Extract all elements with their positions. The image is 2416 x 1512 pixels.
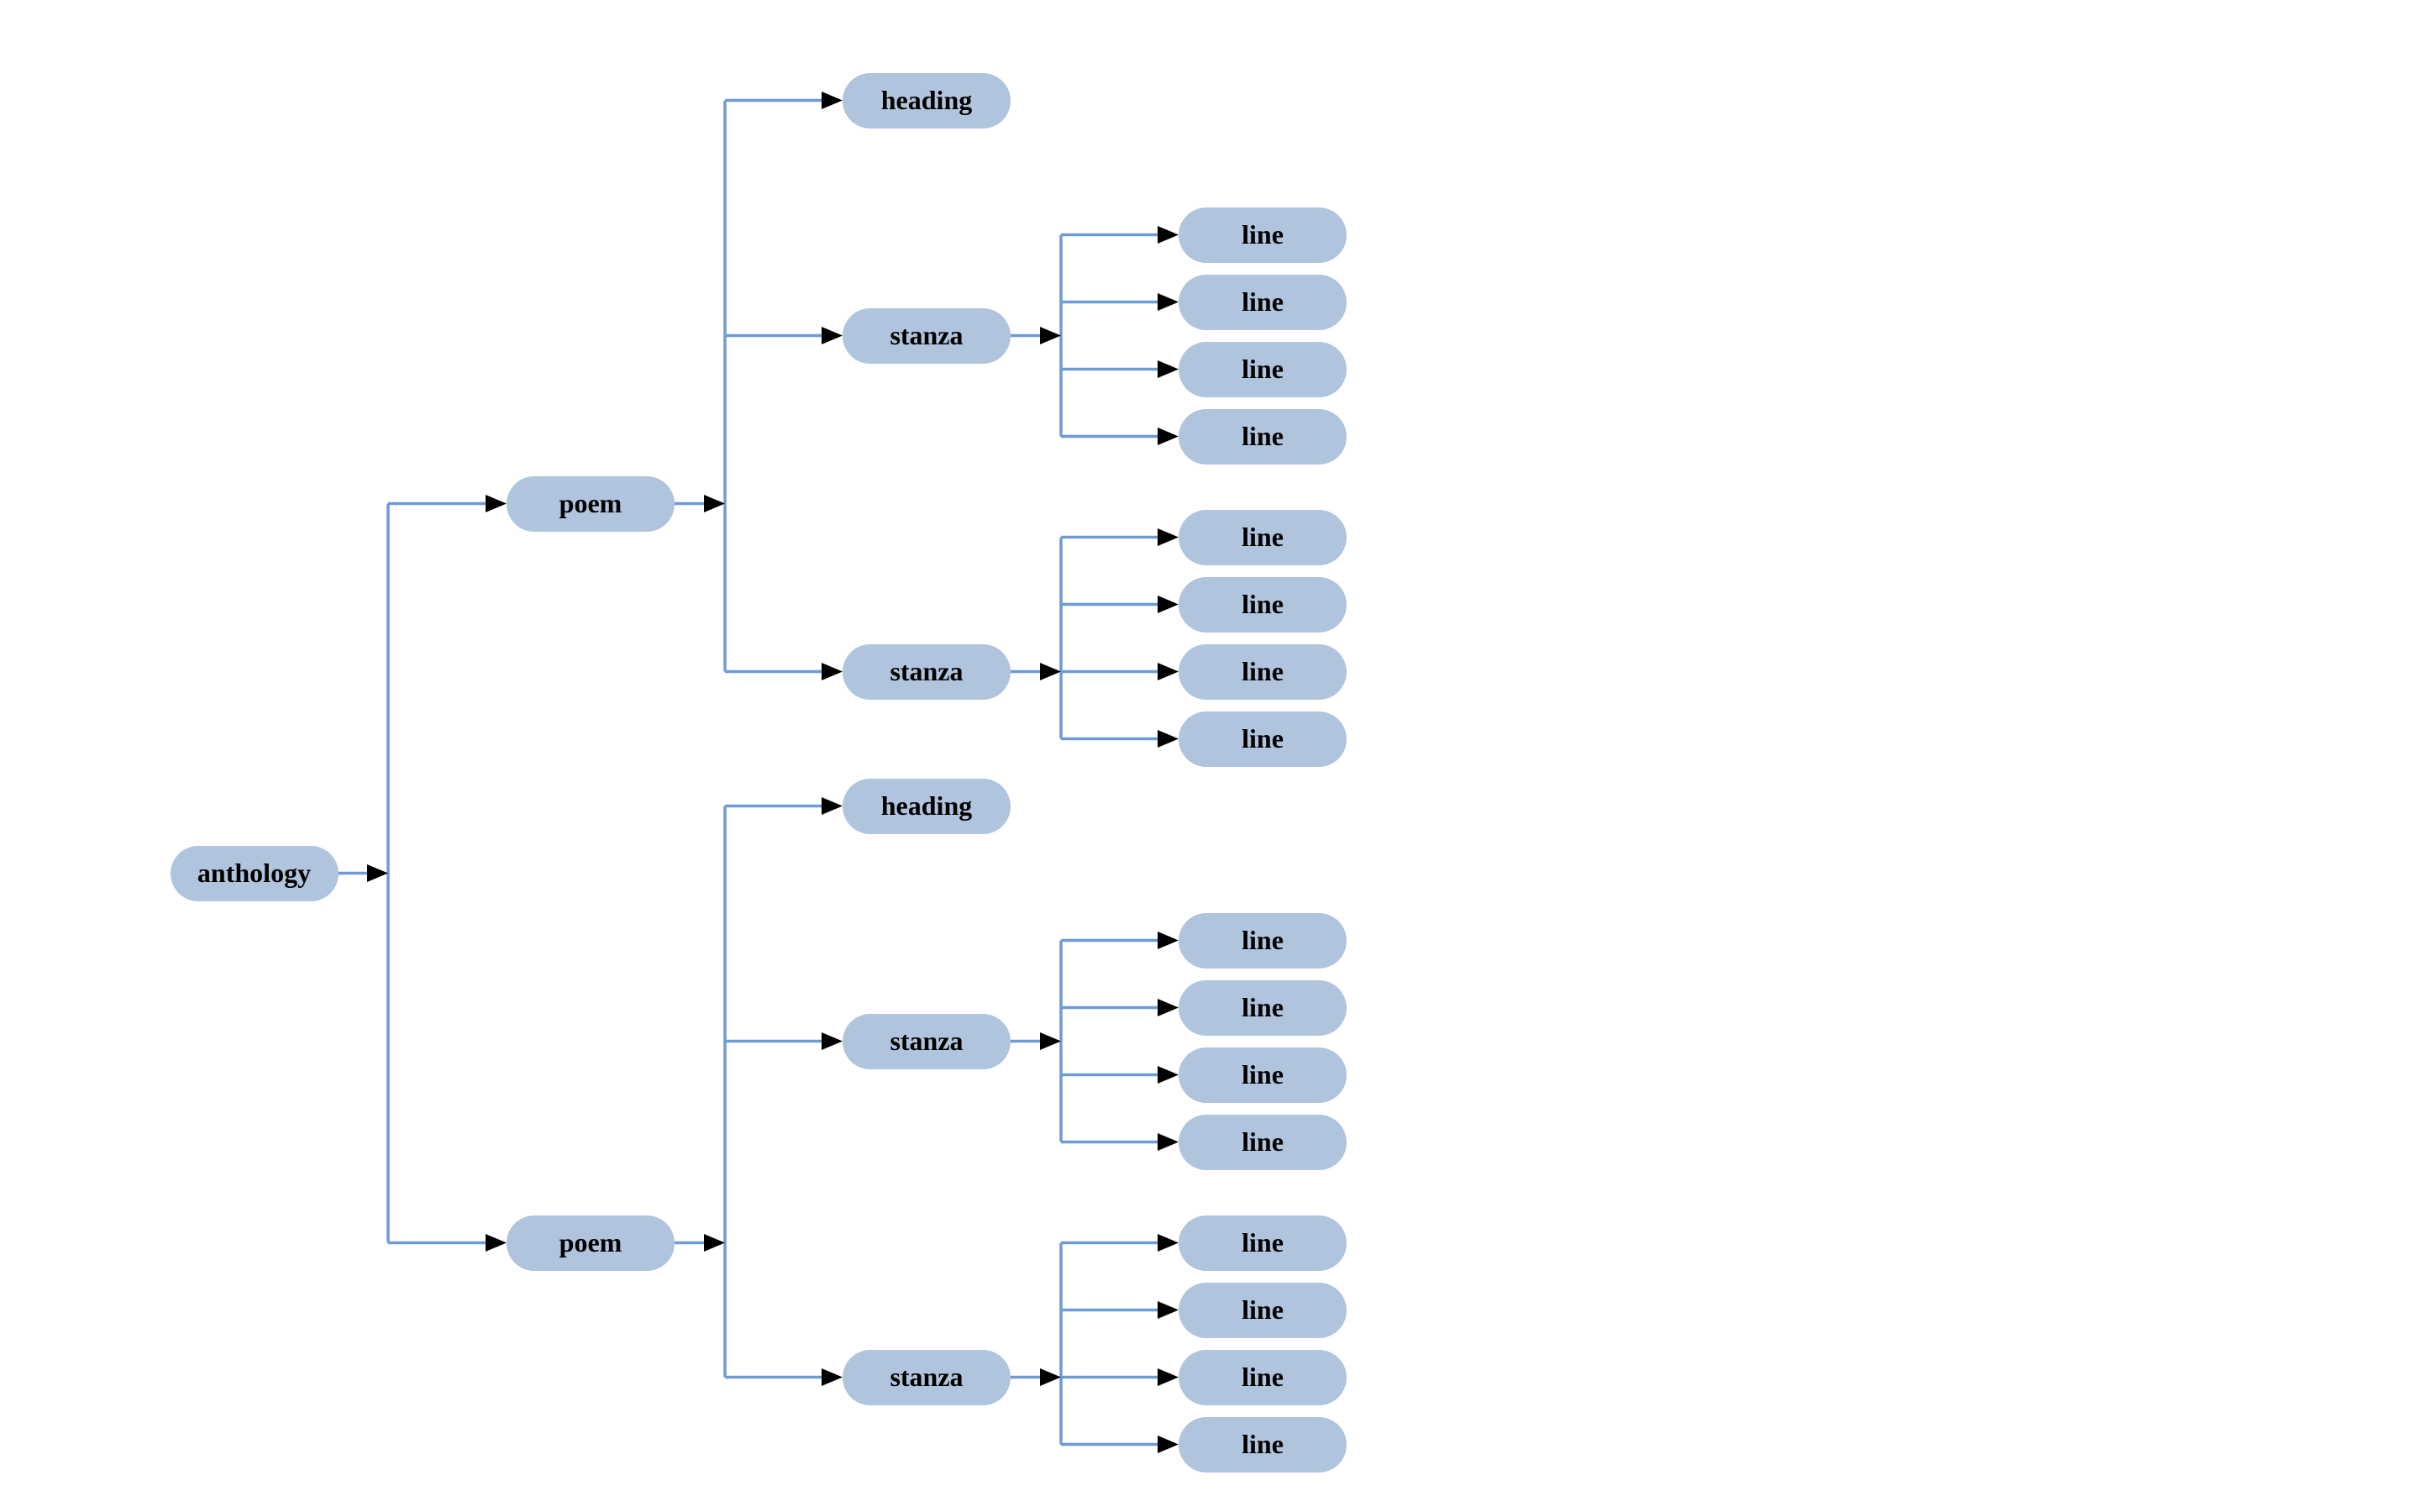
arrowhead-icon (1158, 1234, 1179, 1252)
arrowhead-icon (1158, 999, 1179, 1016)
arrowhead-icon (822, 663, 843, 680)
arrowhead-icon (1158, 226, 1179, 244)
arrowhead-icon (367, 864, 388, 882)
node-line: line (1179, 711, 1347, 767)
arrowhead-icon (1158, 1301, 1179, 1319)
node-line: line (1179, 1047, 1347, 1103)
arrowhead-icon (1158, 428, 1179, 445)
node-anthology: anthology (170, 845, 339, 901)
node-line: line (1179, 509, 1347, 565)
node-line: line (1179, 274, 1347, 330)
node-line: line (1179, 1215, 1347, 1271)
arrowhead-icon (1158, 596, 1179, 613)
node-line: line (1179, 912, 1347, 969)
node-line: line (1179, 341, 1347, 397)
node-stanza: stanza (843, 1349, 1011, 1405)
node-stanza: stanza (843, 643, 1011, 700)
node-line: line (1179, 1114, 1347, 1170)
arrowhead-icon (1040, 327, 1061, 344)
node-line: line (1179, 576, 1347, 633)
node-line: line (1179, 408, 1347, 465)
arrowhead-icon (1158, 1066, 1179, 1084)
arrowhead-icon (822, 327, 843, 344)
arrowhead-icon (1158, 1133, 1179, 1151)
arrowhead-icon (1040, 1032, 1061, 1050)
arrowhead-icon (1040, 663, 1061, 680)
arrowhead-icon (1158, 663, 1179, 680)
arrowhead-icon (1158, 730, 1179, 748)
node-heading: heading (843, 778, 1011, 834)
node-line: line (1179, 1282, 1347, 1338)
node-heading: heading (843, 72, 1011, 129)
arrowhead-icon (822, 797, 843, 815)
node-line: line (1179, 643, 1347, 700)
node-line: line (1179, 207, 1347, 263)
arrowhead-icon (1158, 293, 1179, 311)
arrowhead-icon (1158, 1436, 1179, 1453)
arrowhead-icon (822, 1032, 843, 1050)
node-line: line (1179, 979, 1347, 1036)
node-poem: poem (507, 1215, 675, 1271)
arrowhead-icon (1040, 1368, 1061, 1386)
arrowhead-icon (704, 495, 725, 512)
arrowhead-icon (486, 1234, 507, 1252)
node-stanza: stanza (843, 307, 1011, 364)
arrowhead-icon (1158, 528, 1179, 546)
node-stanza: stanza (843, 1013, 1011, 1069)
node-line: line (1179, 1349, 1347, 1405)
arrowhead-icon (486, 495, 507, 512)
node-line: line (1179, 1416, 1347, 1473)
node-poem: poem (507, 475, 675, 532)
arrowhead-icon (1158, 360, 1179, 378)
arrowhead-icon (822, 1368, 843, 1386)
arrowhead-icon (822, 92, 843, 109)
arrowhead-icon (1158, 932, 1179, 949)
arrowhead-icon (704, 1234, 725, 1252)
arrowhead-icon (1158, 1368, 1179, 1386)
